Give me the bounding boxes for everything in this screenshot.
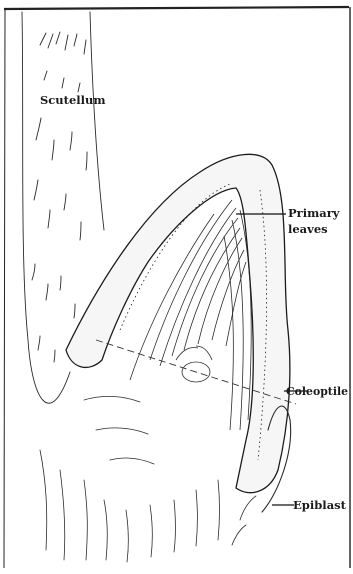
epiblast-label: Epiblast: [293, 498, 347, 512]
primary-leaves-label-line2: leaves: [288, 222, 328, 236]
primary-leaves-label-line1: Primary: [288, 206, 340, 220]
frame: [4, 7, 350, 568]
coleoptile: [66, 154, 290, 492]
coleoptile-label: Coleoptile: [286, 384, 348, 398]
scutellum-label: Scutellum: [40, 93, 106, 107]
